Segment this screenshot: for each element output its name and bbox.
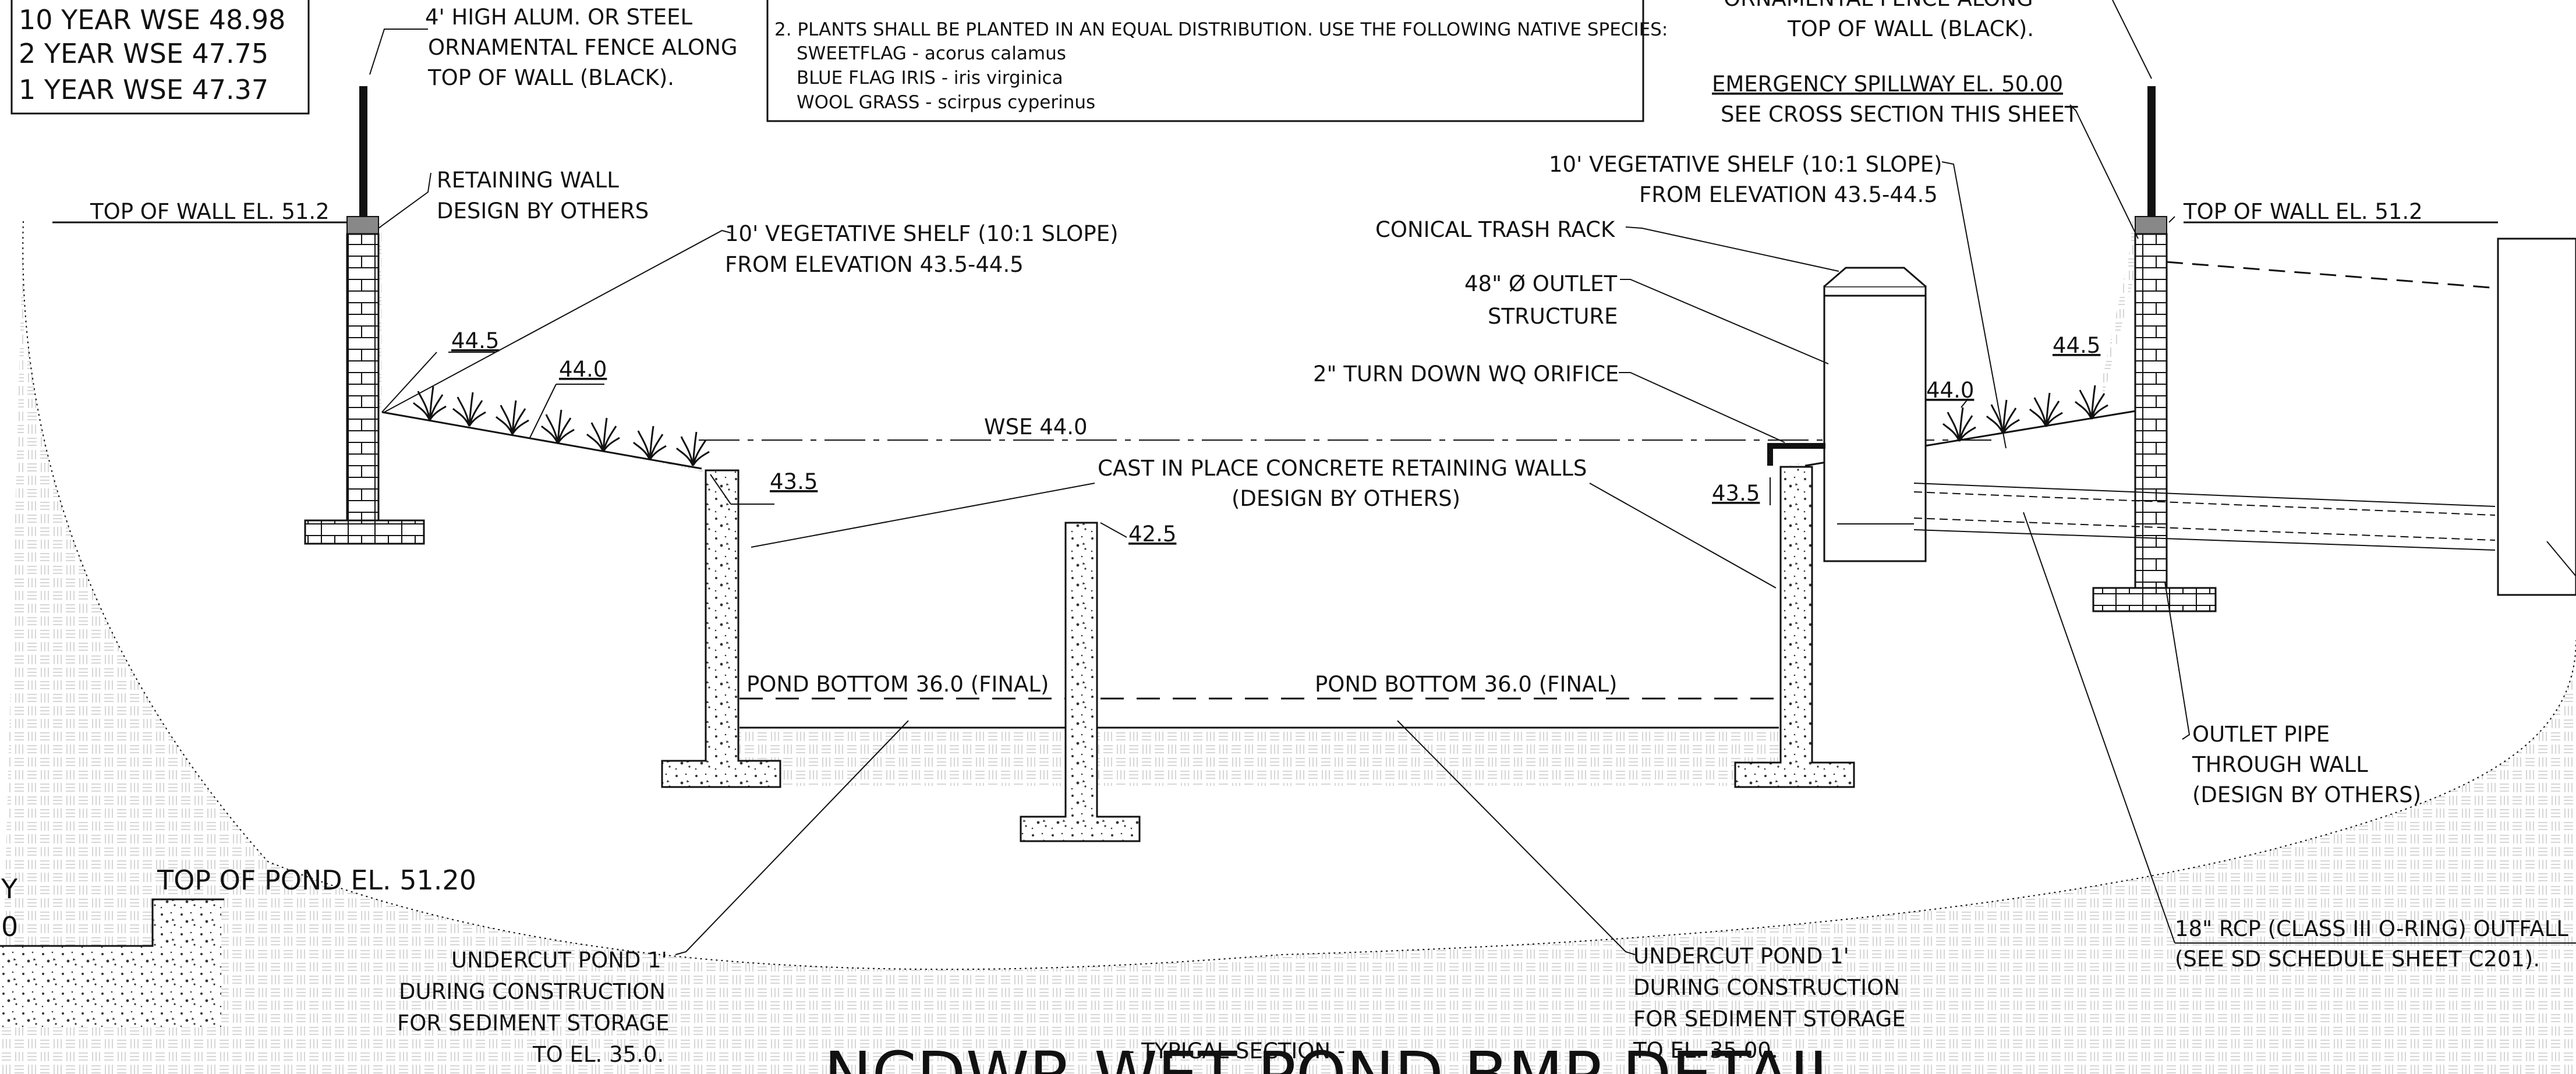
concrete-walls-label-1: CAST IN PLACE CONCRETE RETAINING WALLS	[1098, 456, 1587, 481]
top-of-pond-label: TOP OF POND EL. 51.20	[157, 864, 476, 896]
right-retaining-wall	[2092, 216, 2217, 612]
wse-table: 10 YEAR WSE 48.98 2 YEAR WSE 47.75 1 YEA…	[19, 4, 285, 105]
outlet-pipe-label-3: (DESIGN BY OTHERS)	[2192, 782, 2421, 807]
spillway-label-2: SEE CROSS SECTION THIS SHEET	[1721, 102, 2078, 127]
shelf-left-label-2: FROM ELEVATION 43.5-44.5	[725, 252, 1024, 277]
outlet-pipe-label-1: OUTLET PIPE	[2192, 722, 2330, 747]
retaining-wall-label-1: RETAINING WALL	[437, 168, 619, 193]
shelf-left-label-1: 10' VEGETATIVE SHELF (10:1 SLOPE)	[725, 221, 1119, 246]
wse-row-2yr: 2 YEAR WSE 47.75	[19, 38, 268, 69]
fence-left-label-2: ORNAMENTAL FENCE ALONG	[428, 35, 738, 60]
concrete-wall-right	[1734, 466, 1855, 788]
leader-lines	[369, 0, 2576, 955]
wse-row-1yr: 1 YEAR WSE 47.37	[19, 74, 268, 105]
undercut-right-label-4: TO EL. 35.00.	[1633, 1038, 1778, 1063]
note-blue-flag-iris: BLUE FLAG IRIS - iris virginica	[797, 68, 1063, 88]
fence-left-label-1: 4' HIGH ALUM. OR STEEL	[425, 5, 693, 30]
undercut-left-label-4: TO EL. 35.0.	[532, 1042, 664, 1067]
fence-post-right	[2147, 86, 2156, 217]
wse-label: WSE 44.0	[984, 414, 1088, 439]
elev-44-5-left: 44.5	[451, 328, 499, 353]
fence-right-label-2: TOP OF WALL (BLACK).	[1787, 16, 2034, 41]
elev-44-5-right: 44.5	[2053, 333, 2100, 358]
undercut-left-label-2: DURING CONSTRUCTION	[399, 979, 666, 1004]
outlet-pipe	[1913, 483, 2496, 551]
elev-44-0-left: 44.0	[559, 357, 607, 382]
typical-section-label: - TYPICAL SECTION -	[1127, 1038, 1345, 1064]
wse-table-box	[10, 0, 310, 115]
inset-detail	[0, 898, 224, 1027]
notes: 2. PLANTS SHALL BE PLANTED IN AN EQUAL D…	[774, 19, 1668, 113]
fence-left-label-3: TOP OF WALL (BLACK).	[427, 65, 674, 90]
notes-box	[766, 0, 1644, 122]
outlet-structure-label-1: 48" Ø OUTLET	[1464, 271, 1618, 296]
retaining-wall-label-2: DESIGN BY OTHERS	[437, 199, 649, 224]
left-retaining-wall	[304, 216, 425, 545]
undercut-right-label-3: FOR SEDIMENT STORAGE	[1633, 1006, 1906, 1032]
undercut-right-label-2: DURING CONSTRUCTION	[1633, 975, 1900, 1000]
concrete-walls-label-2: (DESIGN BY OTHERS)	[1232, 486, 1460, 511]
note-sweetflag: SWEETFLAG - acorus calamus	[797, 43, 1066, 64]
concrete-wall-left	[661, 469, 781, 788]
wq-orifice-label: 2" TURN DOWN WQ ORIFICE	[1313, 361, 1619, 387]
outlet-pipe-label-2: THROUGH WALL	[2192, 752, 2368, 777]
top-of-wall-left-label: TOP OF WALL EL. 51.2	[90, 199, 330, 224]
top-of-wall-right-label: TOP OF WALL EL. 51.2	[2183, 199, 2423, 224]
undercut-left-label-3: FOR SEDIMENT STORAGE	[397, 1011, 670, 1036]
shelf-right-label-2: FROM ELEVATION 43.5-44.5	[1639, 182, 1938, 207]
pond-bottom-left-label: POND BOTTOM 36.0 (FINAL)	[746, 672, 1049, 697]
undercut-left-label-1: UNDERCUT POND 1'	[451, 948, 667, 973]
inset-fragment-2: 0	[1, 911, 18, 942]
elev-43-5-left: 43.5	[770, 469, 818, 494]
trash-rack-label: CONICAL TRASH RACK	[1375, 217, 1616, 242]
rcp-outfall-label-2: (SEE SD SCHEDULE SHEET C201).	[2175, 947, 2540, 972]
pond-bottom-right-label: POND BOTTOM 36.0 (FINAL)	[1315, 672, 1617, 697]
undercut-right-label-1: UNDERCUT POND 1'	[1633, 944, 1849, 969]
soil-boundary	[22, 221, 2576, 970]
detail-title: NCDWR WET POND BMP DETAIL	[824, 1038, 1845, 1074]
note-wool-grass: WOOL GRASS - scirpus cyperinus	[797, 92, 1095, 113]
inset-fragment-1: Y	[1, 873, 18, 905]
wse-row-10yr: 10 YEAR WSE 48.98	[19, 4, 285, 36]
elev-43-5-right: 43.5	[1712, 481, 1760, 506]
rcp-outfall-label-1: 18" RCP (CLASS III O-RING) OUTFALL	[2175, 916, 2568, 941]
fence-right-label-1: ORNAMENTAL FENCE ALONG	[1724, 0, 2033, 11]
spillway-dashed	[2166, 261, 2499, 289]
outlet-structure-label-2: STRUCTURE	[1488, 304, 1618, 329]
pond-water	[381, 221, 2131, 728]
shelf-left	[381, 411, 702, 470]
fence-post-left	[359, 86, 367, 217]
concrete-wall-middle	[1020, 522, 1141, 842]
spillway-label-1: EMERGENCY SPILLWAY EL. 50.00	[1712, 72, 2063, 97]
headwall	[2497, 238, 2576, 596]
elev-44-0-right: 44.0	[1926, 378, 1974, 403]
note-plants: 2. PLANTS SHALL BE PLANTED IN AN EQUAL D…	[774, 19, 1668, 40]
elev-42-5: 42.5	[1128, 522, 1176, 547]
shelf-right-label-1: 10' VEGETATIVE SHELF (10:1 SLOPE)	[1549, 152, 1942, 177]
outlet-structure	[1767, 267, 1927, 562]
